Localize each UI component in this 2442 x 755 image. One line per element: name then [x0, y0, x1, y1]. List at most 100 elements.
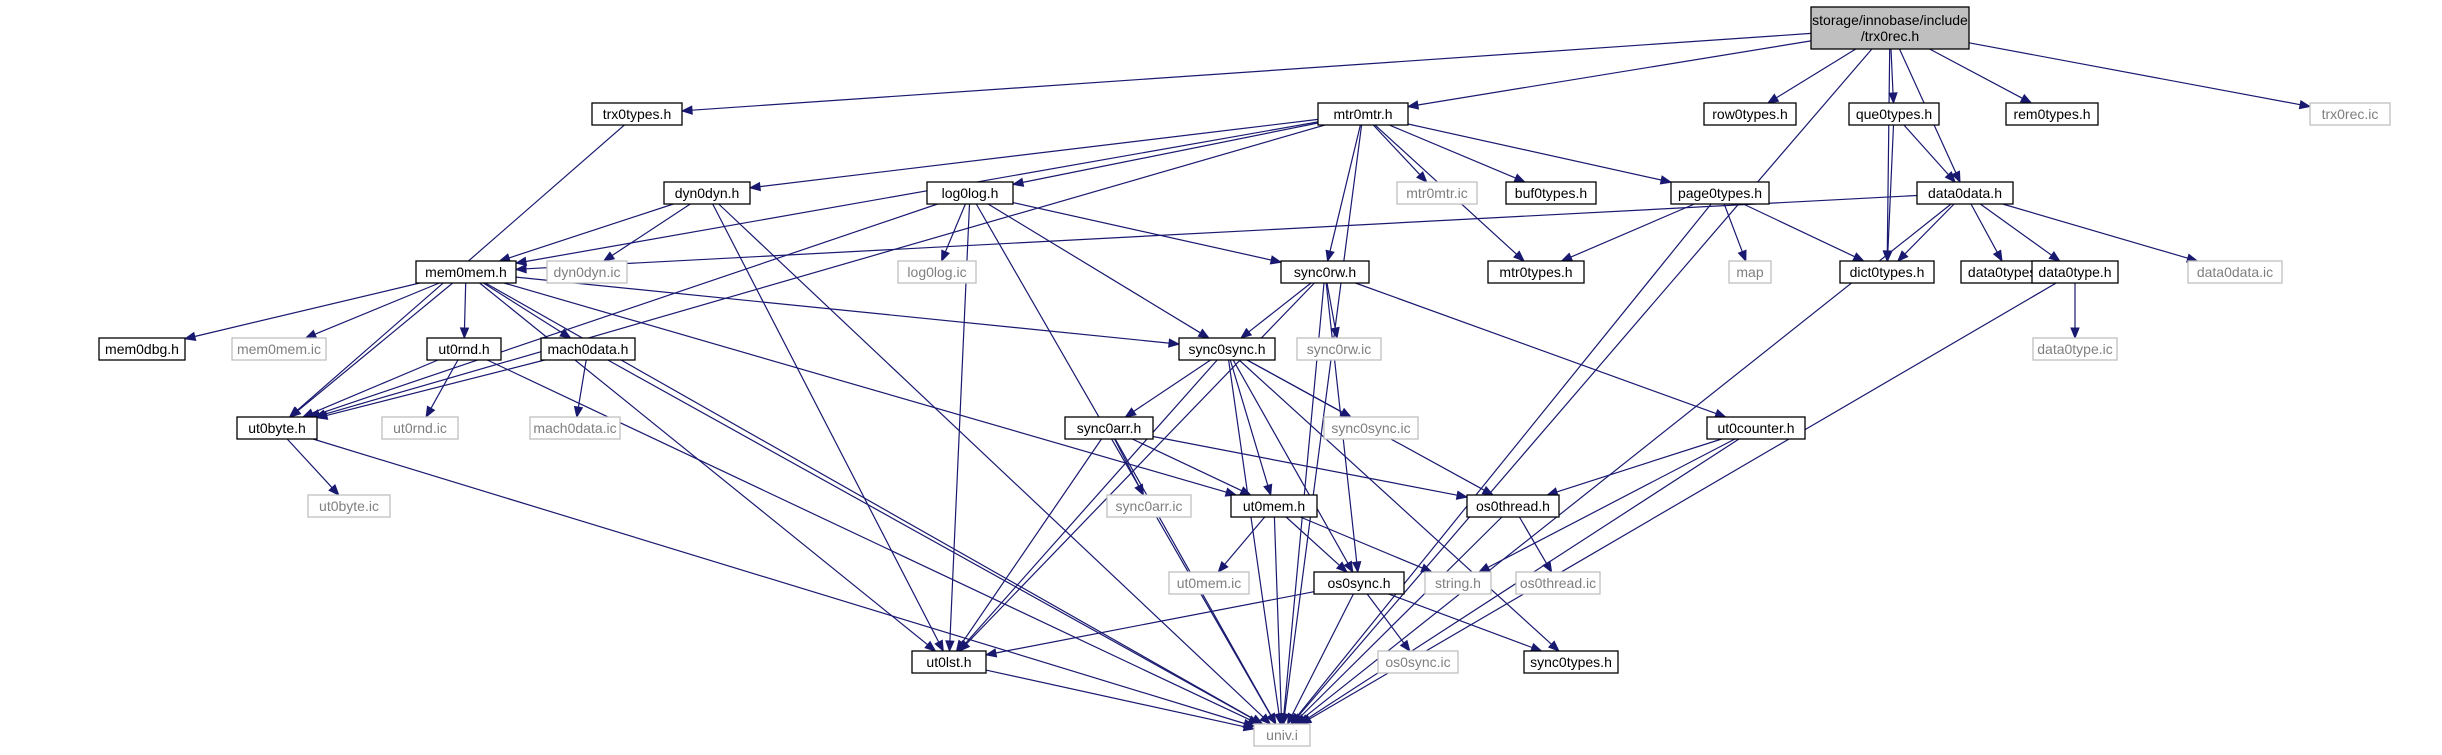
edge-mem0mem-to-ut0byte	[289, 282, 454, 418]
node-box	[381, 416, 459, 440]
node-univ-i[interactable]: univ.i	[1253, 723, 1311, 747]
node-string-h[interactable]: string.h	[1424, 571, 1492, 595]
node-ut0mem[interactable]: ut0mem.h	[1230, 494, 1318, 518]
edge-line	[966, 282, 1315, 645]
node-mtr0mtr-ic[interactable]: mtr0mtr.ic	[1396, 181, 1478, 205]
node-mem0mem[interactable]: mem0mem.h	[415, 260, 517, 284]
edge-line	[1904, 203, 1955, 255]
node-buf0types[interactable]: buf0types.h	[1505, 181, 1597, 205]
node-label: sync0sync.ic	[1331, 420, 1410, 436]
node-map[interactable]: map	[1728, 260, 1772, 284]
edge-line	[1297, 48, 1873, 717]
node-mem0dbg[interactable]: mem0dbg.h	[98, 337, 186, 361]
node-box	[1178, 337, 1276, 361]
node-os0sync[interactable]: os0sync.h	[1313, 571, 1405, 595]
node-ut0rnd-ic[interactable]: ut0rnd.ic	[381, 416, 459, 440]
edge-dyn0dyn-to-dyn0dyn-ic	[602, 203, 691, 262]
node-sync0arr-ic[interactable]: sync0arr.ic	[1106, 494, 1192, 518]
arrowhead	[1659, 175, 1673, 185]
node-sync0rw-ic[interactable]: sync0rw.ic	[1296, 337, 1382, 361]
node-sync0sync-ic[interactable]: sync0sync.ic	[1323, 416, 1419, 440]
arrowhead	[1477, 562, 1491, 573]
edge-line	[297, 282, 454, 412]
arrowhead	[2298, 99, 2312, 110]
edge-line	[1303, 203, 1952, 719]
node-log0log[interactable]: log0log.h	[926, 181, 1014, 205]
node-label: ut0mem.h	[1243, 498, 1305, 514]
node-rem0types[interactable]: rem0types.h	[2005, 102, 2099, 126]
node-trx0rec-ic[interactable]: trx0rec.ic	[2309, 102, 2391, 126]
node-box	[591, 102, 683, 126]
node-log0log-ic[interactable]: log0log.ic	[897, 260, 977, 284]
node-sync0types[interactable]: sync0types.h	[1523, 650, 1619, 674]
node-label: os0thread.ic	[1520, 575, 1596, 591]
nodes-layer: storage/innobase/include/trx0rec.h trx0ty…	[98, 6, 2391, 747]
edge-ut0rnd-to-univ-i	[487, 359, 1260, 725]
node-label: os0sync.ic	[1385, 654, 1450, 670]
node-dyn0dyn-ic[interactable]: dyn0dyn.ic	[546, 260, 628, 284]
arrowhead	[1420, 563, 1433, 573]
node-ut0counter[interactable]: ut0counter.h	[1706, 416, 1806, 440]
node-ut0byte[interactable]: ut0byte.h	[236, 416, 318, 440]
edge-line	[1366, 593, 1405, 644]
node-box	[1505, 181, 1597, 205]
node-data0data[interactable]: data0data.h	[1916, 181, 2014, 205]
node-box	[540, 337, 636, 361]
node-label: storage/innobase/include	[1812, 12, 1968, 28]
node-data0type[interactable]: data0type.h	[2031, 260, 2119, 284]
node-ut0byte-ic[interactable]: ut0byte.ic	[307, 494, 391, 518]
node-ut0mem-ic[interactable]: ut0mem.ic	[1168, 571, 1250, 595]
edge-line	[463, 282, 467, 329]
node-label: mem0mem.h	[425, 264, 507, 280]
edge-line	[1114, 438, 1140, 487]
edge-data0type-to-data0type-ic	[2070, 283, 2080, 340]
node-data0type-ic[interactable]: data0type.ic	[2032, 337, 2118, 361]
edge-line	[2002, 203, 2188, 259]
node-que0types[interactable]: que0types.h	[1848, 102, 1940, 126]
node-label: mtr0mtr.ic	[1406, 185, 1467, 201]
node-label: mach0data.ic	[533, 420, 616, 436]
node-label: mem0dbg.h	[105, 341, 179, 357]
arrowhead	[1011, 177, 1025, 187]
node-row0types[interactable]: row0types.h	[1703, 102, 1797, 126]
node-dyn0dyn[interactable]: dyn0dyn.h	[663, 181, 751, 205]
node-mach0data-ic[interactable]: mach0data.ic	[529, 416, 621, 440]
node-sync0rw[interactable]: sync0rw.h	[1280, 260, 1370, 284]
node-mach0data[interactable]: mach0data.h	[540, 337, 636, 361]
node-mtr0mtr[interactable]: mtr0mtr.h	[1317, 102, 1409, 126]
node-sync0sync[interactable]: sync0sync.h	[1178, 337, 1276, 361]
node-ut0lst[interactable]: ut0lst.h	[911, 650, 987, 674]
edge-line	[1929, 48, 2023, 99]
edge-line	[975, 203, 1272, 716]
node-label: ut0byte.h	[248, 420, 306, 436]
node-sync0arr[interactable]: sync0arr.h	[1064, 416, 1154, 440]
node-data0data-ic[interactable]: data0data.ic	[2187, 260, 2283, 284]
edge-mach0data-to-ut0byte	[315, 359, 545, 420]
edge-root-to-dict0types	[1882, 48, 1893, 263]
node-mem0mem-ic[interactable]: mem0mem.ic	[231, 337, 327, 361]
edge-ut0byte-to-ut0byte-ic	[286, 438, 340, 496]
edge-line	[1299, 516, 1503, 718]
node-ut0rnd[interactable]: ut0rnd.h	[426, 337, 502, 361]
node-label: os0thread.h	[1476, 498, 1550, 514]
node-box	[1706, 416, 1806, 440]
node-page0types[interactable]: page0types.h	[1670, 181, 1770, 205]
node-os0sync-ic[interactable]: os0sync.ic	[1377, 650, 1459, 674]
node-trx0types[interactable]: trx0types.h	[591, 102, 683, 126]
node-box	[1230, 494, 1318, 518]
arrowhead	[1250, 714, 1264, 725]
edge-ut0rnd-to-ut0byte	[301, 359, 439, 418]
node-label: ut0mem.ic	[1177, 575, 1242, 591]
arrowhead	[1416, 171, 1428, 183]
arrowhead	[1276, 713, 1287, 726]
node-root[interactable]: storage/innobase/include/trx0rec.h	[1810, 6, 1970, 50]
node-dict0types[interactable]: dict0types.h	[1839, 260, 1935, 284]
node-mtr0types[interactable]: mtr0types.h	[1487, 260, 1585, 284]
edge-line	[1326, 282, 1336, 329]
node-os0thread-ic[interactable]: os0thread.ic	[1515, 571, 1601, 595]
edge-sync0arr-to-os0thread	[1152, 435, 1469, 500]
node-label: dyn0dyn.ic	[554, 264, 621, 280]
node-os0thread[interactable]: os0thread.h	[1466, 494, 1560, 518]
node-box	[1168, 571, 1250, 595]
